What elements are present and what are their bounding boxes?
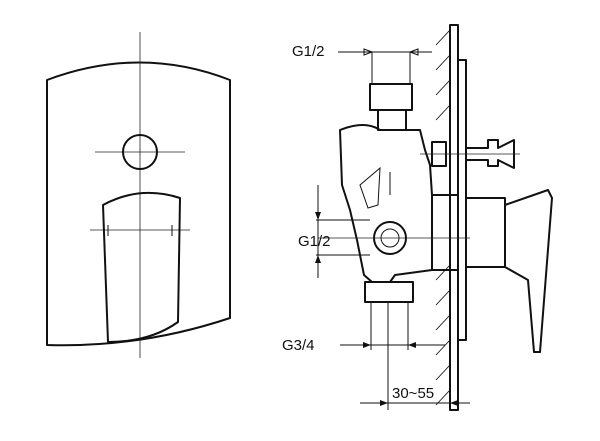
lever-handle-side	[504, 189, 553, 353]
dimension-bottom-outlet-label: G3/4	[282, 337, 315, 354]
side-view	[318, 24, 553, 411]
dimension-top-inlet: G1/2	[292, 43, 432, 84]
wall-flange	[457, 59, 467, 341]
top-inlet-neck	[377, 109, 407, 131]
lever-handle	[102, 191, 181, 343]
dimension-side-port-label: G1/2	[298, 233, 331, 250]
cartridge-housing	[431, 194, 459, 271]
dimension-wall-depth-label: 30~55	[392, 385, 434, 402]
diverter-knob	[122, 134, 158, 170]
dimension-side-port: G1/2	[298, 185, 370, 278]
lever-body	[465, 197, 506, 268]
wall	[449, 24, 459, 411]
valve-body-cutout	[359, 166, 381, 209]
front-view	[46, 32, 231, 358]
wall-hatching	[435, 29, 451, 406]
cover-plate	[46, 61, 231, 347]
diverter-spindle	[465, 139, 515, 169]
valve-body	[339, 124, 433, 283]
dimension-wall-depth: 30~55	[360, 302, 470, 410]
dimension-top-inlet-label: G1/2	[292, 43, 325, 60]
dimension-bottom-outlet: G3/4	[282, 302, 445, 354]
top-inlet-nut	[369, 83, 413, 111]
bottom-outlet-nut	[364, 281, 414, 303]
